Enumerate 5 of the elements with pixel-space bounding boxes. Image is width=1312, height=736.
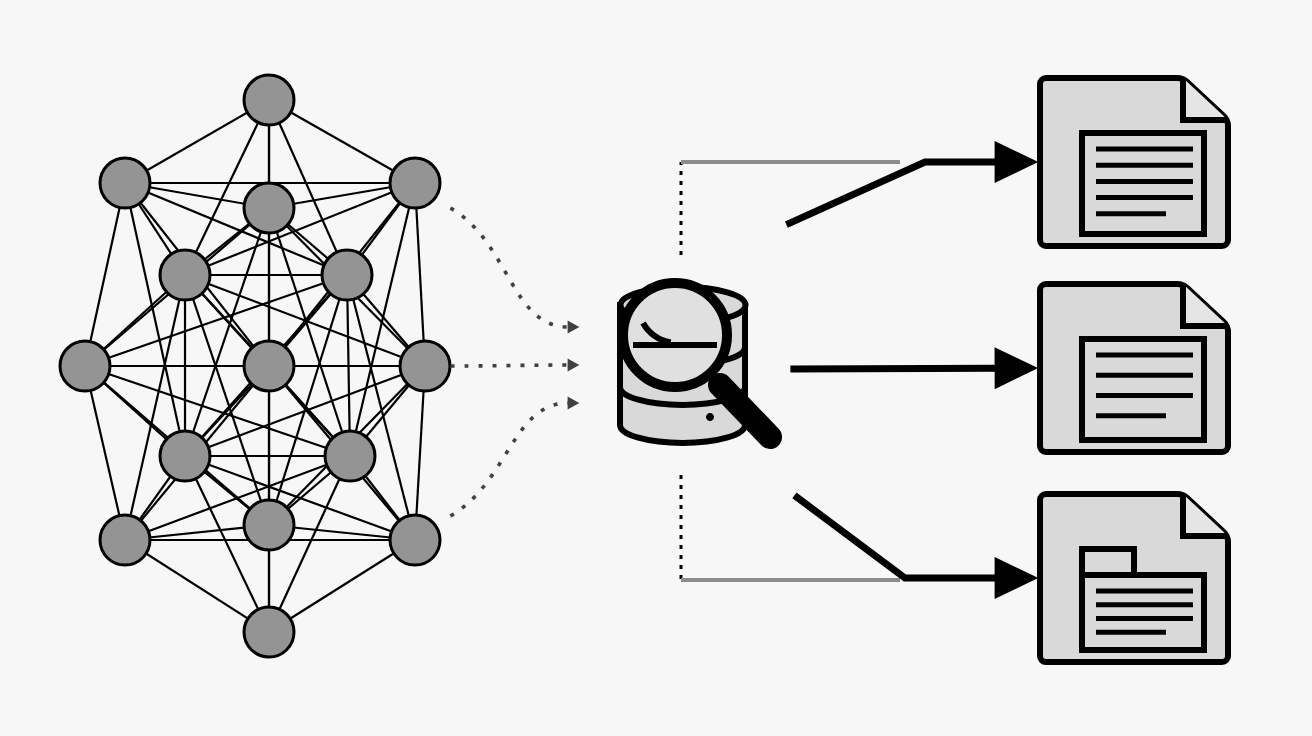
document-icon bbox=[1037, 75, 1231, 249]
document-icon bbox=[1037, 281, 1231, 455]
neural-network-drawing bbox=[58, 73, 452, 659]
database-search-icon bbox=[617, 278, 782, 449]
document-icon bbox=[1037, 491, 1231, 665]
